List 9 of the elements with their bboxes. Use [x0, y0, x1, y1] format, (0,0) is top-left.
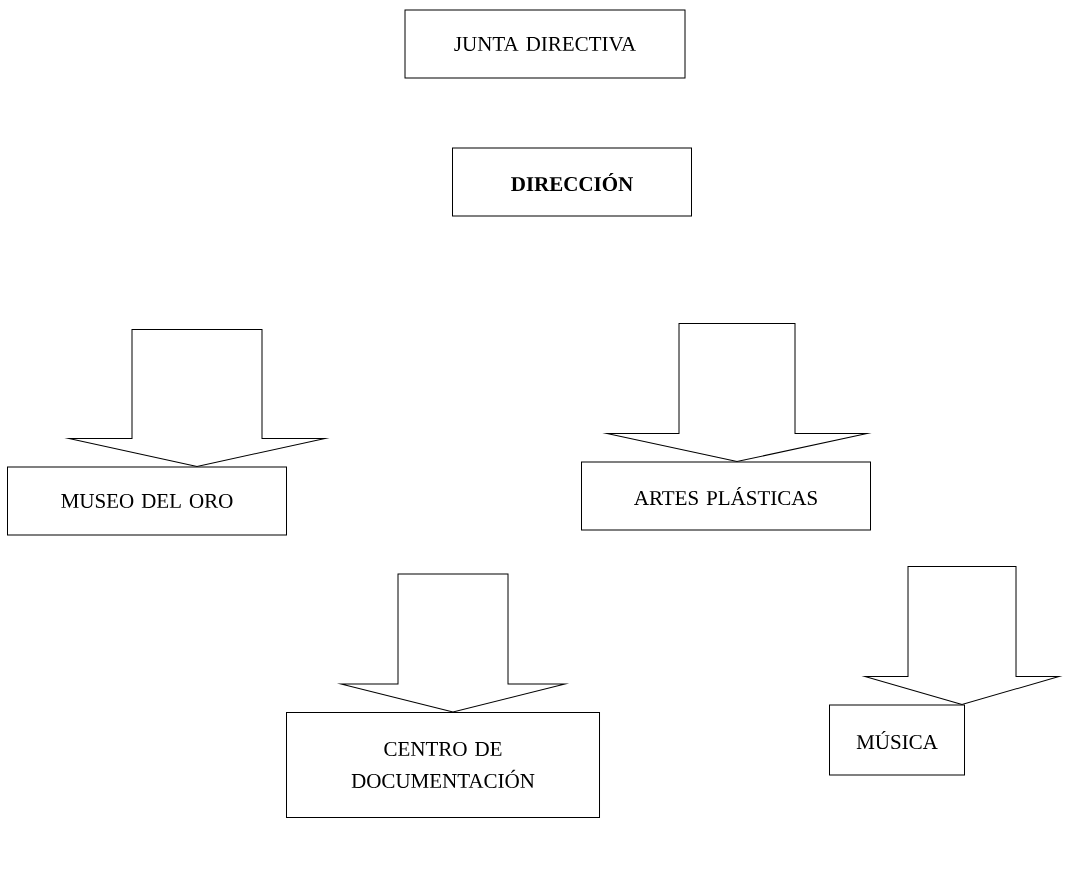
org-box: JUNTA DIRECTIVA [404, 9, 686, 79]
org-box: DIRECCIÓN [452, 147, 692, 217]
block-arrow [606, 323, 868, 462]
block-arrow [864, 566, 1060, 705]
org-box: ARTES PLÁSTICAS [581, 461, 871, 531]
org-box: MUSEO DEL ORO [7, 466, 287, 536]
org-box: MÚSICA [829, 704, 965, 776]
block-arrow [68, 329, 326, 467]
org-box: CENTRO DE DOCUMENTACIÓN [286, 712, 600, 818]
